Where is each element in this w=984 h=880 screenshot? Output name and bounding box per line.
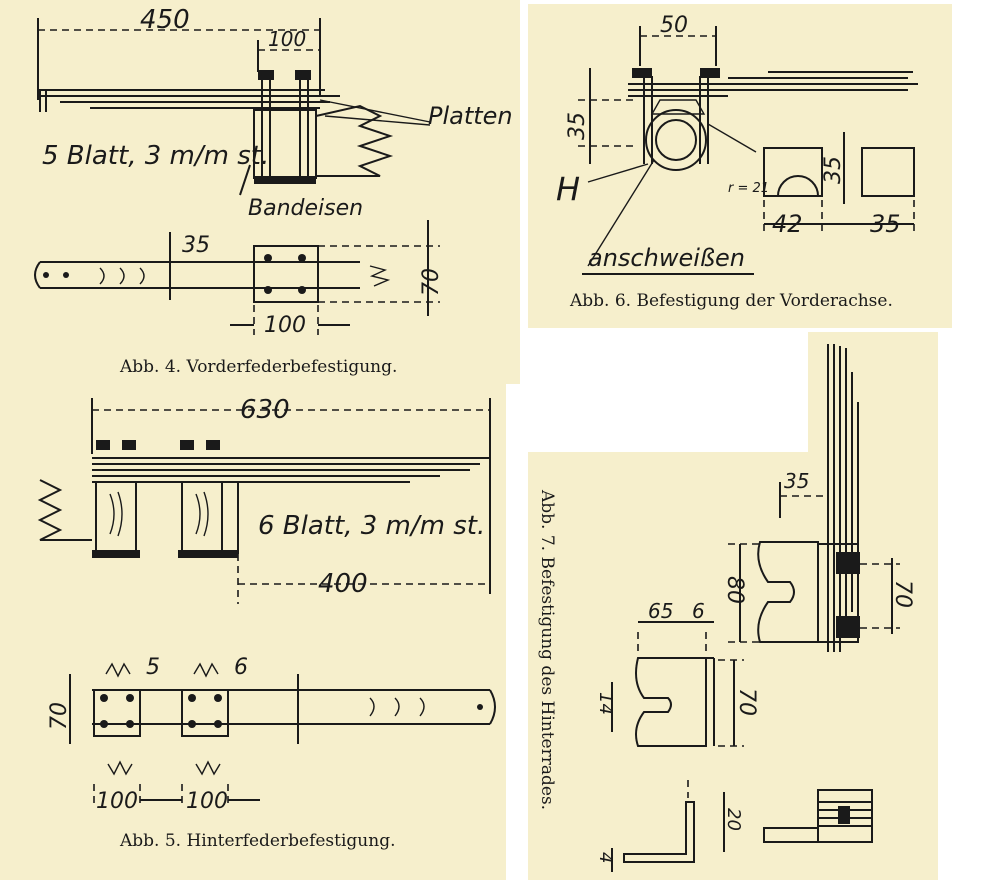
fig4-dim-width: 35 xyxy=(182,233,210,258)
fig7-spring-end-view xyxy=(763,789,873,843)
fig4-plan-view xyxy=(34,220,440,335)
figure-6-panel: 50 35 H xyxy=(528,4,952,328)
fig6-label-weld: anschweißen xyxy=(588,244,745,272)
fig4-label-spec: 5 Blatt, 3 m/m st. xyxy=(42,141,269,171)
fig5-dim-right: 100 xyxy=(186,789,228,814)
figure-4-panel: 450 100 Platten 5 xyxy=(0,0,520,384)
fig4-label-plates: Platten xyxy=(428,102,513,130)
fig5-ref-right: 6 xyxy=(234,655,248,680)
fig7-dim-70a: 70 xyxy=(890,580,915,608)
fig5-dim-offset: 400 xyxy=(318,569,368,599)
fig7-angle-bracket xyxy=(611,780,725,872)
fig4-dim-clamp: 100 xyxy=(268,27,306,51)
fig7-bracket-upper xyxy=(728,541,900,643)
fig5-leaf-spring xyxy=(92,457,490,483)
fig7-blank-corner xyxy=(528,332,808,452)
fig4-clamp xyxy=(239,70,317,196)
fig6-dim-block-w1: 42 xyxy=(772,210,803,238)
fig7-dim-80: 80 xyxy=(722,576,747,604)
fig6-label-h: H xyxy=(556,170,580,208)
fig7-dim-20: 20 xyxy=(723,808,744,831)
fig4-dim-bottom: 100 xyxy=(264,313,306,338)
figure-5-panel: 630 6 Blatt, 3 m/m st. 400 xyxy=(0,384,506,880)
fig5-caption: Abb. 5. Hinterfederbefestigung. xyxy=(119,831,395,851)
fig6-block-detail xyxy=(763,132,915,236)
fig5-dim-left: 100 xyxy=(96,789,138,814)
fig4-label-strap: Bandeisen xyxy=(248,196,363,221)
fig5-plan-view xyxy=(69,662,496,804)
fig7-caption: Abb. 7. Befestigung des Hinterrades. xyxy=(537,489,557,810)
fig4-dim-height: 70 xyxy=(419,268,444,296)
fig6-dim-block-w2: 35 xyxy=(870,210,901,238)
fig7-dim-14: 14 xyxy=(595,692,616,715)
fig6-leaf-spring xyxy=(628,71,918,97)
fig5-dim-total: 630 xyxy=(240,395,290,425)
fig7-bracket-lower xyxy=(611,621,744,747)
fig6-dim-block-h: 35 xyxy=(821,156,846,184)
figure-4-drawing: 450 100 Platten 5 xyxy=(34,5,513,377)
fig7-dim-6: 6 xyxy=(692,599,705,623)
fig4-dim-total: 450 xyxy=(140,5,190,35)
figure-5-drawing: 630 6 Blatt, 3 m/m st. 400 xyxy=(37,395,496,851)
fig6-dim-radius: r = 21 xyxy=(728,181,769,196)
fig4-leaf-spring xyxy=(38,89,340,112)
figure-7-drawing: 35 80 70 65 6 14 xyxy=(537,344,915,872)
fig5-ref-left: 5 xyxy=(146,655,160,680)
fig7-leaf-spring xyxy=(827,344,859,652)
fig7-dim-65: 65 xyxy=(648,599,673,623)
fig6-dim-left: 35 xyxy=(565,112,590,140)
fig5-clamp-left xyxy=(92,440,140,558)
figure-7-panel: 35 80 70 65 6 14 xyxy=(528,332,938,880)
fig5-clamp-right xyxy=(178,440,239,558)
fig5-label-spec: 6 Blatt, 3 m/m st. xyxy=(258,511,485,541)
fig6-dim-top: 50 xyxy=(660,13,688,38)
fig7-dim-35: 35 xyxy=(784,469,809,493)
fig6-caption: Abb. 6. Befestigung der Vorderachse. xyxy=(569,291,893,311)
fig7-dim-4: 4 xyxy=(595,852,616,863)
fig5-dim-height: 70 xyxy=(47,702,72,730)
fig7-dim-70b: 70 xyxy=(734,688,759,716)
fig6-axle-clamp xyxy=(632,68,720,171)
fig4-caption: Abb. 4. Vorderfederbefestigung. xyxy=(119,357,397,377)
figure-6-drawing: 50 35 H xyxy=(556,13,918,311)
